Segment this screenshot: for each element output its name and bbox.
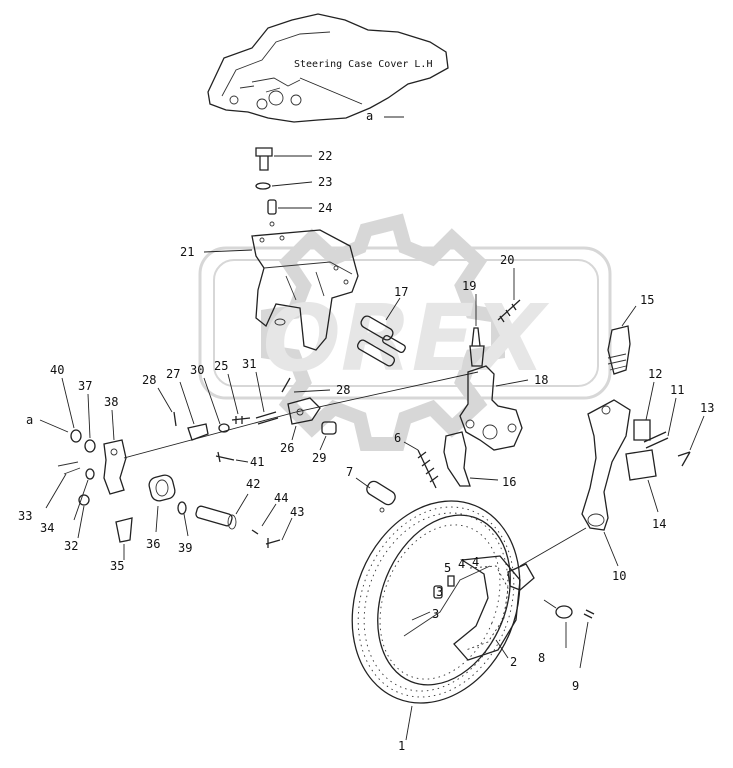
pin-31 [255, 411, 279, 425]
lining-2 [453, 555, 521, 661]
callout-3b: 3 [432, 607, 439, 621]
nut-30 [218, 423, 230, 433]
callout-38: 38 [104, 395, 118, 409]
clevis-end [507, 563, 535, 591]
callout-ref-a: a [26, 413, 33, 427]
callout-40: 40 [50, 363, 64, 377]
callout-4: 4 [458, 557, 465, 571]
callout-16: 16 [502, 475, 516, 489]
callout-19: 19 [462, 279, 476, 293]
callout-13: 13 [700, 401, 714, 415]
cover-label: Steering Case Cover L.H [294, 59, 432, 70]
callout-10: 10 [612, 569, 626, 583]
bushing-29 [321, 421, 337, 435]
callout-44: 44 [274, 491, 288, 505]
callout-35: 35 [110, 559, 124, 573]
washer-8 [555, 605, 573, 619]
washer-23 [255, 182, 271, 190]
callout-39: 39 [178, 541, 192, 555]
callout-41: 41 [250, 455, 264, 469]
callout-28b: 28 [336, 383, 350, 397]
link-26 [287, 397, 321, 425]
ring-39 [177, 501, 187, 515]
bolt-22 [255, 147, 273, 171]
callout-17: 17 [394, 285, 408, 299]
callout-36: 36 [146, 537, 160, 551]
spring-20 [497, 299, 521, 323]
callout-25: 25 [214, 359, 228, 373]
pin-24 [267, 199, 277, 215]
callout-11: 11 [670, 383, 684, 397]
bolt-15 [607, 325, 631, 375]
ring-40 [70, 429, 82, 443]
pin-44 [251, 529, 259, 535]
callout-22: 22 [318, 149, 332, 163]
bolt-3 [433, 585, 443, 599]
callout-3: 3 [436, 585, 443, 599]
callout-14: 14 [652, 517, 666, 531]
bolt-35 [115, 517, 133, 543]
callout-6: 6 [394, 431, 401, 445]
leader-a [299, 77, 363, 105]
callout-26: 26 [280, 441, 294, 455]
callout-24: 24 [318, 201, 332, 215]
callout-20: 20 [500, 253, 514, 267]
pin-28b [281, 377, 291, 393]
callout-1: 1 [398, 739, 405, 753]
callout-9: 9 [572, 679, 579, 693]
orex-watermark: OREX [198, 213, 612, 451]
bolt-13 [677, 451, 691, 467]
callout-21: 21 [180, 245, 194, 259]
bracket-21 [251, 229, 359, 351]
steering-case-cover [207, 13, 449, 123]
washer-32 [78, 494, 90, 506]
callout-8: 8 [538, 651, 545, 665]
pin-42 [195, 505, 237, 530]
spring-6 [417, 449, 439, 489]
rod-19 [469, 327, 485, 367]
callout-18: 18 [534, 373, 548, 387]
callout-27: 27 [166, 367, 180, 381]
rod-10 [581, 399, 631, 531]
clevis-27 [187, 423, 209, 441]
callout-2: 2 [510, 655, 517, 669]
callout-7: 7 [346, 465, 353, 479]
lever-38 [103, 439, 127, 495]
callout-37: 37 [78, 379, 92, 393]
lever-18 [459, 365, 523, 451]
callout-4b: 4 [472, 555, 479, 569]
callout-12: 12 [648, 367, 662, 381]
callout-31: 31 [242, 357, 256, 371]
bolt-41 [215, 451, 235, 463]
callout-5: 5 [444, 561, 451, 575]
bolt-5 [447, 575, 455, 587]
callout-30: 30 [190, 363, 204, 377]
brake-band-1 [351, 500, 521, 704]
bushing-36 [148, 474, 176, 502]
bolt-43 [265, 538, 281, 548]
spring-25 [231, 416, 251, 424]
callout-23: 23 [318, 175, 332, 189]
washer-34 [85, 468, 95, 480]
ring-37 [84, 439, 96, 453]
pin-28a [173, 411, 177, 427]
pin-17 [356, 315, 406, 367]
callout-34: 34 [40, 521, 54, 535]
callout-29: 29 [312, 451, 326, 465]
callout-15: 15 [640, 293, 654, 307]
callout-33: 33 [18, 509, 32, 523]
pin-7 [366, 480, 396, 513]
ref-letter-a: a [366, 109, 373, 123]
cotter-pin-9 [583, 609, 595, 619]
callout-43: 43 [290, 505, 304, 519]
arm-16 [443, 431, 471, 487]
watermark-text: OREX [263, 285, 550, 392]
callout-42: 42 [246, 477, 260, 491]
block-14 [625, 449, 657, 481]
block-12 [633, 419, 651, 441]
callout-32: 32 [64, 539, 78, 553]
callout-28a: 28 [142, 373, 156, 387]
